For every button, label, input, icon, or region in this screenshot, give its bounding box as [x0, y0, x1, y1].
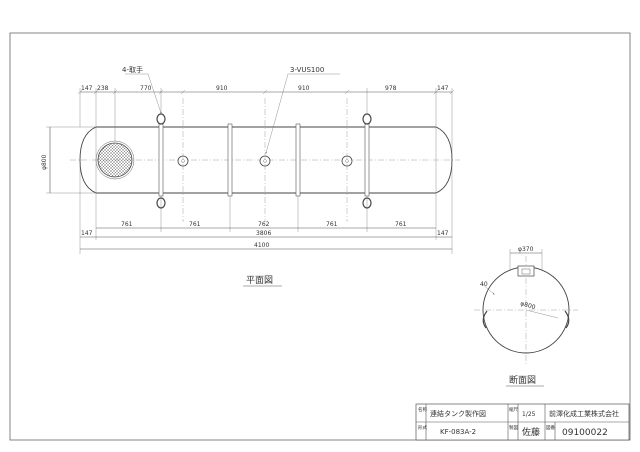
rib-1 — [158, 123, 164, 197]
tb-drawn-value: 佐藤 — [522, 426, 540, 438]
tb-company: 前澤化成工業株式会社 — [549, 409, 619, 418]
top-dim-978: 978 — [385, 85, 397, 92]
handle-top-right — [362, 113, 372, 125]
tb-model-value: KF-083A-2 — [440, 428, 476, 436]
section-dim-phi370: φ370 — [518, 246, 534, 253]
rib-4 — [364, 123, 370, 197]
bottom-dim-761-a: 761 — [121, 221, 133, 228]
dim-phi800-side: φ800 — [41, 154, 48, 170]
section-top-port — [517, 265, 535, 277]
tb-model-label: 形式 — [418, 424, 427, 431]
label-vus100: 3-VUS100 — [290, 66, 324, 74]
plan-view-title: 平面図 — [246, 275, 273, 286]
bottom-dim-761-c: 761 — [326, 221, 338, 228]
tb-name-label: 名称 — [418, 406, 427, 413]
top-dim-910-b: 910 — [298, 85, 310, 92]
rib-2 — [227, 123, 233, 197]
bottom-dim-761-b: 761 — [189, 221, 201, 228]
bottom-extension-lines — [79, 165, 453, 254]
handle-top-left — [156, 113, 166, 125]
top-dim-770: 770 — [140, 85, 152, 92]
bottom-dim-147-left: 147 — [81, 230, 93, 237]
section-dim-40: 40 — [480, 281, 488, 288]
section-view: φ370 40 φ800 断面図 — [474, 246, 578, 387]
section-view-title: 断面図 — [509, 374, 536, 386]
top-dim-147-left: 147 — [81, 85, 93, 92]
bottom-dim-762: 762 — [258, 221, 270, 228]
label-handles: 4-取手 — [122, 65, 143, 74]
section-handle-left — [482, 310, 488, 329]
dim-3806: 3806 — [256, 230, 271, 237]
top-dim-910-a: 910 — [216, 85, 228, 92]
dim-4100: 4100 — [254, 242, 269, 249]
section-handle-right — [564, 310, 570, 329]
tb-drawn-label: 製図 — [509, 424, 518, 431]
plan-view: 147 238 770 910 910 978 147 4-取手 3-VUS10… — [41, 65, 460, 287]
tb-scale-label: 縮尺 — [509, 406, 518, 413]
top-extension-lines — [79, 88, 453, 155]
sheet-border — [9, 32, 631, 441]
top-dim-147-right: 147 — [437, 85, 449, 92]
title-block: 名称 連結タンク製作図 縮尺 1/25 前澤化成工業株式会社 形式 KF-083… — [415, 403, 630, 441]
rib-3 — [295, 123, 301, 197]
bottom-dim-761-d: 761 — [395, 221, 407, 228]
mesh-inlet — [97, 142, 133, 178]
bottom-dim-147-right: 147 — [437, 230, 449, 237]
tb-name-value: 連結タンク製作図 — [430, 409, 486, 418]
tb-drawing-no-value: 09100022 — [562, 428, 608, 438]
tb-drawing-no-label: 図番 — [546, 424, 555, 431]
section-dim-phi800: φ800 — [519, 300, 536, 311]
top-dim-238: 238 — [97, 85, 109, 92]
tb-scale-value: 1/25 — [522, 411, 536, 418]
